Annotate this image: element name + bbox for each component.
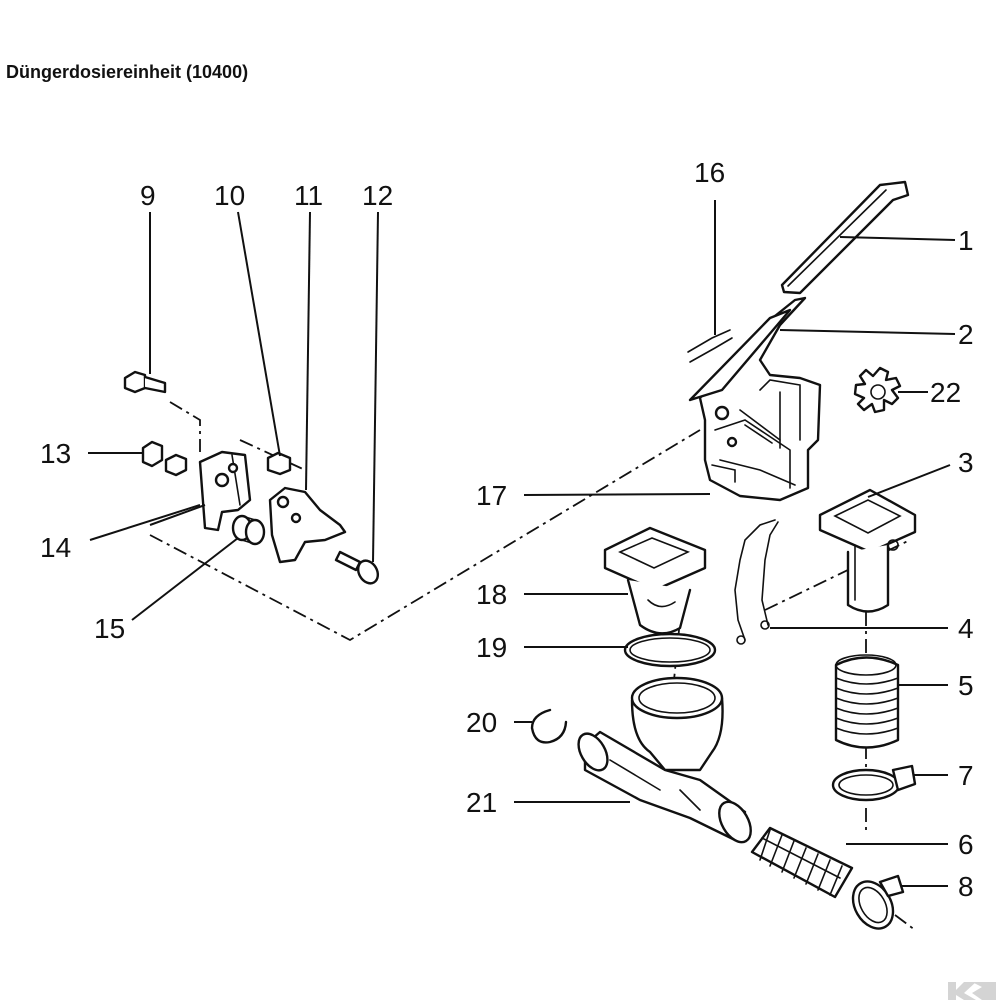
callout-labels: 9 10 11 12 13 14 15 16 1 2 22 3 17 18 19…: [40, 157, 974, 902]
callout-10: 10: [214, 180, 245, 211]
part-13-nut: [141, 440, 188, 477]
part-5-bellows: [834, 654, 900, 749]
part-20-clip-ring: [530, 708, 568, 744]
part-9-bolt: [123, 370, 167, 394]
part-8-lower-clamp: [851, 874, 905, 930]
part-10-washer: [266, 451, 292, 476]
callout-4: 4: [958, 613, 974, 644]
callout-21: 21: [466, 787, 497, 818]
part-16-clip: [687, 329, 733, 363]
callout-17: 17: [476, 480, 507, 511]
part-7-hose-clamp: [831, 764, 917, 802]
part-22-rotor: [853, 366, 902, 414]
part-19-o-ring: [623, 632, 717, 668]
callout-7: 7: [958, 760, 974, 791]
leader-lines: [88, 200, 956, 887]
callout-8: 8: [958, 871, 974, 902]
part-11-lever-plate: [268, 486, 347, 564]
callout-1: 1: [958, 225, 974, 256]
callout-6: 6: [958, 829, 974, 860]
part-18-upper-funnel: [603, 526, 707, 635]
part-14-bracket: [198, 450, 252, 532]
k-logo-icon: [948, 982, 996, 1000]
callout-13: 13: [40, 438, 71, 469]
callout-15: 15: [94, 613, 125, 644]
callout-19: 19: [476, 632, 507, 663]
part-4-wire-spring: [734, 519, 779, 645]
callout-2: 2: [958, 319, 974, 350]
page-title: Düngerdosiereinheit (10400): [6, 62, 249, 82]
callout-18: 18: [476, 579, 507, 610]
part-15-bushing: [231, 514, 266, 546]
part-21-y-connector: [577, 676, 752, 844]
callout-14: 14: [40, 532, 71, 563]
callout-22: 22: [930, 377, 961, 408]
callout-3: 3: [958, 447, 974, 478]
part-6-lower-bellows: [750, 826, 854, 899]
part-2-dosing-housing: [688, 296, 822, 502]
callout-11: 11: [294, 180, 323, 211]
callout-9: 9: [140, 180, 156, 211]
part-3-funnel: [818, 488, 917, 613]
part-12-pin: [334, 550, 380, 585]
callout-20: 20: [466, 707, 497, 738]
callout-5: 5: [958, 670, 974, 701]
callout-12: 12: [362, 180, 393, 211]
callout-16: 16: [694, 157, 725, 188]
